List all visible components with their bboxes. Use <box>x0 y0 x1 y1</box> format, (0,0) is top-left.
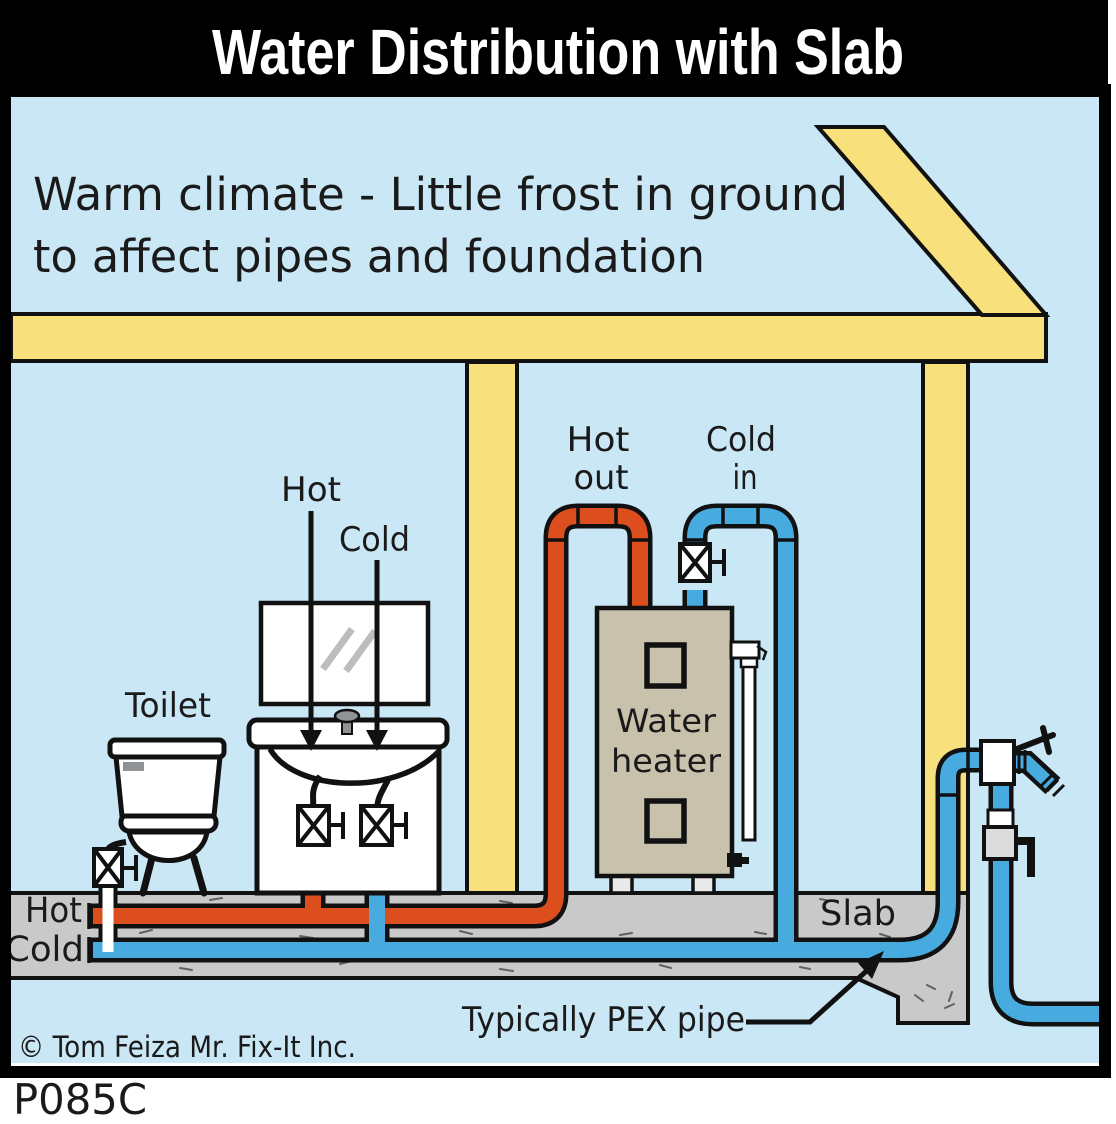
cold-main-pipe <box>93 752 986 958</box>
pipe-joints <box>87 504 970 963</box>
tpr-valve-body <box>729 640 761 660</box>
toilet-label: Toilet <box>124 686 211 726</box>
sink-label-arrows <box>308 511 380 730</box>
toilet <box>105 737 227 897</box>
roof-rafter <box>813 125 1051 317</box>
vanity-sink <box>246 600 450 896</box>
tpr-discharge-tube <box>741 664 757 842</box>
pex-arrowhead <box>858 951 884 979</box>
page-title: Water Distribution with Slab <box>212 16 904 88</box>
hot-main-pipe <box>93 508 648 924</box>
heater-drain-valve <box>727 853 749 867</box>
faucet-knob <box>333 708 361 724</box>
service-shutoff-valve <box>982 825 1018 861</box>
cold-in-label-2: in <box>733 458 758 498</box>
toilet-tank-lid <box>107 737 227 760</box>
toilet-shutoff-valve <box>92 847 138 888</box>
annotation-line2: to affect pipes and foundation <box>33 230 705 283</box>
heater-lower-panel <box>644 798 687 844</box>
title-bar <box>0 0 1108 97</box>
valve-handle <box>122 855 138 881</box>
diagram-labels: Warm climate - Little frost in ground to… <box>5 168 896 1064</box>
hose-bib-assembly <box>979 725 1066 877</box>
water-service-pipe <box>993 778 1101 1022</box>
underslab-hot-label: Hot <box>25 891 82 931</box>
hot-arrowhead <box>300 730 322 751</box>
heater-upper-panel <box>644 642 687 689</box>
toilet-flush-handle <box>123 762 144 771</box>
toilet-bowl <box>125 829 210 863</box>
diagram-code: P085C <box>13 1075 147 1124</box>
valve-cross <box>92 847 124 888</box>
water-heater-label-1: Water <box>616 702 717 740</box>
service-valve-handle <box>1016 837 1035 877</box>
spout-ribs <box>1017 750 1027 774</box>
heater-body <box>594 605 735 879</box>
sink-hot-label: Hot <box>281 470 341 510</box>
sink-shutoff-cold <box>359 804 408 847</box>
tpr-valve <box>729 640 768 842</box>
toilet-legs <box>139 854 208 897</box>
mirror-glare <box>320 626 378 674</box>
ceiling-beam <box>9 312 1048 363</box>
underslab-cold-label: Cold <box>5 930 84 970</box>
heater-cold-inlet-valve <box>678 542 726 583</box>
tpr-lever <box>756 644 768 661</box>
sink-bowl <box>267 747 440 786</box>
annotation-line1: Warm climate - Little frost in ground <box>33 168 848 221</box>
cold-in-label-1: Cold <box>706 420 776 460</box>
spout-threads <box>1039 773 1066 798</box>
hot-out-label-1: Hot <box>567 420 630 460</box>
interior-wall <box>465 360 519 895</box>
mirror <box>258 600 431 707</box>
hose-bib-handle <box>1014 725 1056 755</box>
water-heater <box>594 605 768 895</box>
water-heater-label-2: heater <box>611 742 722 780</box>
sink-shutoff-hot <box>296 804 345 847</box>
sink-cold-label: Cold <box>339 520 410 560</box>
copyright-text: © Tom Feiza Mr. Fix-It Inc. <box>18 1030 356 1064</box>
heater-foot-right <box>691 874 716 895</box>
slab-label: Slab <box>820 894 896 934</box>
pex-leader-line <box>746 964 874 1025</box>
pipe-coupling <box>986 808 1015 829</box>
hot-out-label-2: out <box>574 458 629 498</box>
tee-fitting <box>979 739 1016 786</box>
pex-note-label: Typically PEX pipe <box>461 1000 745 1040</box>
cold-arrowhead <box>366 730 388 751</box>
heater-foot-left <box>609 874 634 895</box>
